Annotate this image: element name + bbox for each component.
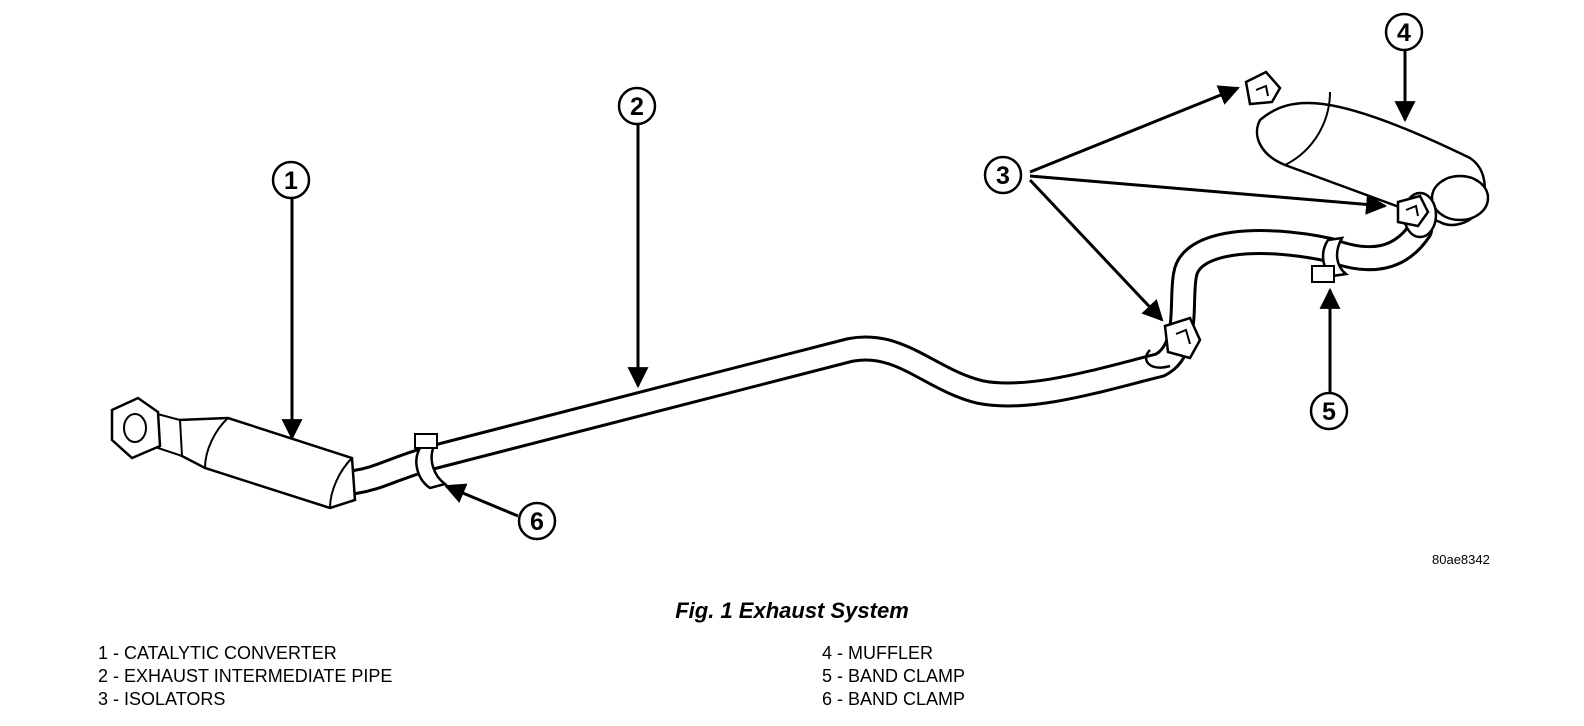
legend-right-column: 4 - MUFFLER 5 - BAND CLAMP 6 - BAND CLAM… [822,642,965,711]
isolator-muffler [1396,194,1430,228]
leader-arrows [281,50,1416,518]
catalytic-converter [110,396,357,510]
svg-text:5: 5 [1322,398,1336,426]
svg-text:6: 6 [530,508,544,536]
band-clamp-rear [1311,236,1350,283]
leader-3c [1028,178,1164,322]
svg-text:1: 1 [284,167,298,195]
figure-caption: Fig. 1 Exhaust System [675,598,909,623]
svg-text:2: 2 [630,93,644,121]
legend-item: 1 - CATALYTIC CONVERTER [98,643,337,663]
band-clamp-front [414,433,448,490]
callout-6: 6 [517,501,557,541]
callout-3: 3 [983,155,1023,195]
inlet-flange [110,396,162,460]
legend-item: 2 - EXHAUST INTERMEDIATE PIPE [98,666,393,686]
legend-item: 4 - MUFFLER [822,643,934,663]
exhaust-system-diagram: 1 2 3 4 5 6 [110,12,1490,541]
leader-3b [1029,174,1388,215]
leader-3a [1029,85,1240,174]
legend-item: 3 - ISOLATORS [98,689,226,709]
isolator-pipe [1144,316,1202,369]
callout-1: 1 [271,160,311,200]
legend-item: 6 - BAND CLAMP [822,689,966,709]
svg-text:4: 4 [1397,19,1411,47]
callout-2: 2 [617,86,657,126]
leader-6 [444,483,519,518]
legend-left-column: 1 - CATALYTIC CONVERTER 2 - EXHAUST INTE… [98,642,392,711]
exhaust-intermediate-pipe [342,217,1433,495]
callout-5: 5 [1309,391,1349,431]
muffler [1255,91,1490,239]
figure-id: 80ae8342 [1432,552,1490,567]
legend-item: 5 - BAND CLAMP [822,666,966,686]
callout-4: 4 [1384,12,1424,52]
isolator-upper [1244,70,1282,106]
svg-text:3: 3 [996,162,1010,190]
